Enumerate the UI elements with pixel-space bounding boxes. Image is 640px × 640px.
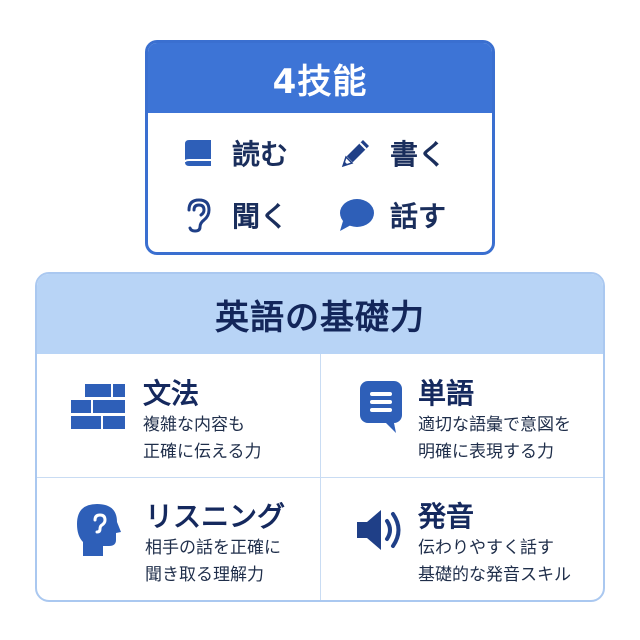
skill-writing: 書く (336, 133, 446, 173)
skill-listening: 聞く (178, 195, 288, 235)
book-icon (178, 133, 218, 173)
foundation-grammar: 文法 複雑な内容も 正確に伝える力 (37, 354, 320, 477)
foundation-grammar-title: 文法 (143, 377, 200, 410)
four-skills-grid: 読む 書く (148, 113, 492, 252)
speech-bubble-icon (336, 195, 376, 235)
foundation-vocabulary-desc-line2: 明確に表現する力 (418, 442, 554, 462)
foundation-pronunciation-title: 発音 (418, 500, 475, 533)
skill-speaking: 話す (336, 195, 446, 235)
foundation-vocabulary-description: 適切な語彙で意図を 明確に表現する力 (418, 412, 571, 466)
foundation-grammar-desc-line1: 複雑な内容も (143, 415, 245, 435)
foundation-pronunciation-desc-line1: 伝わりやすく話す (418, 538, 554, 558)
skill-reading-label: 読む (232, 138, 289, 171)
pencil-icon (336, 133, 376, 173)
skill-speaking-label: 話す (390, 200, 447, 233)
foundation-pronunciation-desc-line2: 基礎的な発音スキル (418, 565, 571, 585)
head-listening-icon (67, 499, 129, 561)
foundations-grid: 文法 複雑な内容も 正確に伝える力 単語 (37, 354, 603, 600)
four-skills-card: 4技能 読む (145, 40, 495, 255)
speaker-icon (350, 499, 412, 561)
note-bubble-icon (350, 376, 412, 438)
foundation-pronunciation-description: 伝わりやすく話す 基礎的な発音スキル (418, 535, 571, 589)
foundation-pronunciation: 発音 伝わりやすく話す 基礎的な発音スキル (320, 477, 603, 600)
foundation-vocabulary-desc-line1: 適切な語彙で意図を (418, 415, 571, 435)
english-foundations-title: 英語の基礎力 (37, 274, 603, 354)
foundation-grammar-desc-line2: 正確に伝える力 (143, 442, 262, 462)
ear-icon (178, 195, 218, 235)
foundation-listening-description: 相手の話を正確に 聞き取る理解力 (145, 535, 281, 589)
foundation-listening: リスニング 相手の話を正確に 聞き取る理解力 (37, 477, 320, 600)
bricks-icon (67, 376, 129, 438)
grid-divider-horizontal (37, 477, 603, 478)
foundation-listening-desc-line2: 聞き取る理解力 (145, 565, 264, 585)
skill-reading: 読む (178, 133, 288, 173)
foundation-vocabulary-title: 単語 (418, 377, 475, 410)
four-skills-title: 4技能 (148, 43, 492, 113)
english-foundations-card: 英語の基礎力 文法 複雑な内容も (35, 272, 605, 602)
skill-listening-label: 聞く (232, 200, 289, 233)
skill-writing-label: 書く (390, 138, 447, 171)
foundation-listening-desc-line1: 相手の話を正確に (145, 538, 281, 558)
foundation-listening-title: リスニング (145, 500, 286, 533)
foundation-vocabulary: 単語 適切な語彙で意図を 明確に表現する力 (320, 354, 603, 477)
foundation-grammar-description: 複雑な内容も 正確に伝える力 (143, 412, 262, 466)
